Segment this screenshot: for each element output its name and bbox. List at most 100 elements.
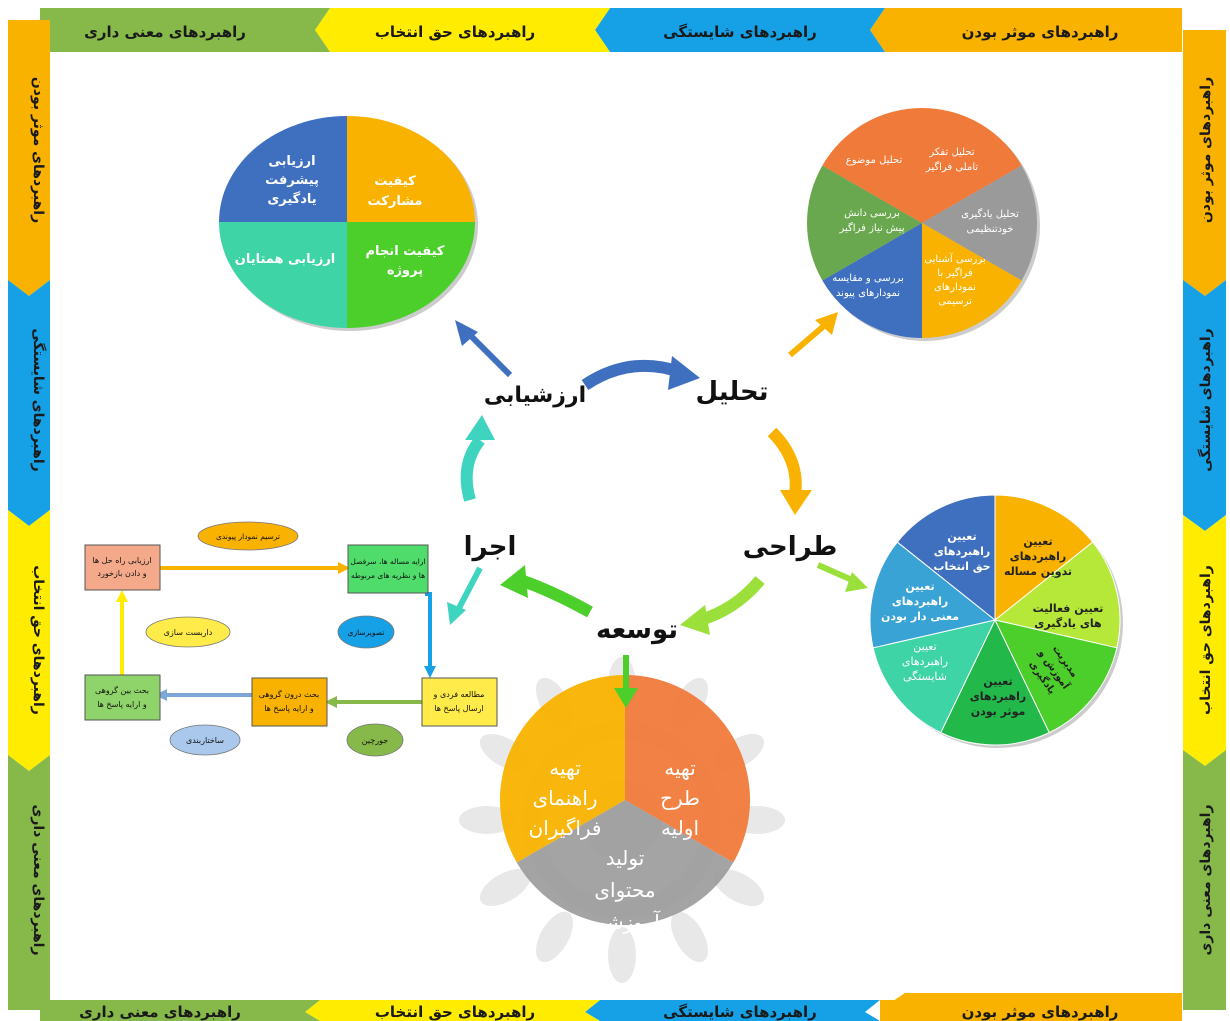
- ana-label-3a: بررسی آشنایی: [924, 252, 985, 265]
- cycle-arrows: [460, 356, 812, 635]
- frame-right-label-2: راهبردهای شایستگی: [1197, 328, 1214, 471]
- frame-bottom: راهبردهای موثر بودن راهبردهای شایستگی را…: [40, 993, 1182, 1021]
- des-label-4a: تعیین: [983, 675, 1012, 688]
- flow-oval-scaffolding: [145, 616, 231, 648]
- ana-label-1a: تحلیل تفکر: [928, 147, 974, 158]
- des-label-4b: راهبردهای: [970, 690, 1027, 703]
- ana-label-6: تحلیل موضوع: [846, 155, 903, 166]
- watermark-petal: [670, 911, 709, 963]
- dev-label-3c: فراگیران: [529, 816, 602, 840]
- des-label-1b: راهبردهای: [1010, 550, 1067, 563]
- arrow-implementation-to-evaluation-head: [465, 415, 495, 440]
- frame-bottom-seg-4: [40, 1000, 320, 1021]
- dev-label-3b: راهنمای: [532, 786, 597, 810]
- frame-right-seg-4: [1183, 750, 1226, 1010]
- implementation-flowchart: ارزیابی راه حل ها و دادن بازخورد ارایه م…: [84, 521, 498, 757]
- flow-line-2-3-head: [424, 666, 436, 678]
- arrow-to-development-pie-head: [614, 688, 638, 708]
- frame-left-label-2: راهبردهای شایستگی: [30, 328, 47, 471]
- frame-top: راهبردهای موثر بودن راهبردهای شایستگی را…: [40, 8, 1182, 52]
- arrow-design-to-development-head: [680, 605, 710, 635]
- watermark-petal: [479, 868, 531, 907]
- analysis-slice-1: [922, 108, 1022, 223]
- frame-left-label-3: راهبردهای حق انتخاب: [30, 565, 46, 715]
- ana-label-3b: فراگیر با: [937, 267, 973, 279]
- frame-right-label-1: راهبردهای موثر بودن: [1198, 77, 1214, 223]
- flow-line-3-4-head: [325, 696, 337, 708]
- flow-box-present: [347, 544, 429, 594]
- frame-right-label-4: راهبردهای معنی داری: [1198, 804, 1214, 955]
- frame-bottom-seg-3: [305, 1000, 600, 1021]
- frame-top-label-4: راهبردهای معنی داری: [84, 23, 246, 41]
- arrow-to-evaluation-pie: [467, 332, 513, 378]
- frame-top-seg-4: [40, 8, 330, 52]
- arrow-development-to-implementation: [518, 574, 593, 618]
- phase-evaluation: ارزشیابی: [484, 383, 586, 408]
- arrow-analysis-to-design-head: [780, 490, 812, 515]
- flow-box-intragroup: [251, 677, 328, 727]
- ana-label-5a: بررسی دانش: [844, 208, 900, 219]
- design-slice-5: [872, 619, 996, 734]
- des-label-5a: تعیین: [913, 640, 936, 653]
- design-slice-4: [940, 618, 1050, 746]
- eval-label-4b: پروژه: [387, 263, 423, 278]
- flow-box-feedback: [84, 544, 161, 591]
- flow-box-intragroup-l1: بحث درون گروهی: [259, 689, 319, 699]
- development-pie: تهیه طرح اولیه تولید محتوای آموزشی تهیه …: [499, 674, 751, 934]
- eval-label-3: ارزیابی همتایان: [235, 252, 336, 267]
- ana-label-2a: تحلیل یادگیری: [961, 208, 1019, 220]
- flow-box-individual-l2: ارسال پاسخ ها: [434, 704, 483, 713]
- flow-oval-jigsaw-label: جورچین: [362, 736, 388, 745]
- phase-development: توسعه: [596, 615, 678, 645]
- eval-label-4a: کیفیت انجام: [366, 244, 445, 259]
- frame-bottom-label-4: راهبردهای معنی داری: [79, 1003, 241, 1021]
- arrow-implementation-to-evaluation: [460, 436, 485, 502]
- frame-right-label-3: راهبردهای حق انتخاب: [1198, 565, 1214, 715]
- flow-line-2-3: [425, 592, 432, 668]
- des-label-7c: حق انتخاب: [933, 560, 990, 573]
- eval-label-2b: پیشرفت: [265, 173, 319, 188]
- watermark-petal: [713, 868, 765, 907]
- frame-bottom-label-3: راهبردهای حق انتخاب: [375, 1003, 535, 1021]
- flow-box-intergroup-l2: و ارایه پاسخ ها: [97, 700, 147, 709]
- evaluation-pie: کیفیت مشارکت ارزیابی پیشرفت یادگیری ارزی…: [219, 116, 478, 331]
- des-label-2a: تعیین فعالیت: [1033, 602, 1104, 615]
- des-label-1c: تدوین مساله: [1004, 565, 1072, 578]
- frame-left-label-1: راهبردهای موثر بودن: [30, 77, 46, 223]
- flow-oval-visualization-label: تصویرسازی: [348, 628, 385, 637]
- flow-box-intergroup-l1: بحث بین گروهی: [95, 685, 149, 695]
- frame-left-seg-1: [8, 20, 50, 296]
- flow-oval-concept-map: [197, 521, 299, 551]
- arrow-to-analysis-pie: [788, 322, 827, 358]
- arrow-development-to-implementation-head: [500, 565, 528, 598]
- frame-top-label-3: راهبردهای حق انتخاب: [375, 23, 535, 41]
- ana-label-4b: نمودارهای پیوند: [836, 288, 900, 299]
- frame-left-seg-4: [8, 755, 50, 1010]
- analysis-slice-2: [922, 165, 1038, 281]
- des-label-7a: تعیین: [947, 530, 976, 543]
- watermark-petal: [608, 927, 636, 983]
- development-slice-2: [516, 800, 734, 926]
- dev-label-3a: تهیه: [549, 756, 581, 780]
- des-label-5c: شایستگی: [903, 670, 947, 683]
- des-label-6b: راهبردهای: [892, 595, 949, 608]
- connector-arrows: [447, 312, 868, 708]
- flow-line-4-5-head: [155, 689, 167, 701]
- evaluation-slice-2: [219, 116, 347, 222]
- des-label-7b: راهبردهای: [934, 545, 991, 558]
- frame-top-seg-3: [315, 8, 610, 52]
- design-slice-7: [896, 494, 996, 622]
- frame-right-seg-1: [1183, 30, 1226, 296]
- frame-top-seg-2: [595, 8, 885, 52]
- watermark-petal: [535, 911, 574, 963]
- flow-oval-jigsaw: [346, 723, 404, 757]
- des-label-6a: تعیین: [905, 580, 934, 593]
- evaluation-slice-1: [347, 116, 475, 222]
- des-label-2b: های یادگیری: [1034, 617, 1101, 630]
- flow-oval-structuring-label: ساختاربندی: [186, 736, 224, 745]
- flow-box-individual-l1: مطالعه فردی و: [433, 690, 485, 699]
- arrow-analysis-to-design: [767, 427, 802, 496]
- arrow-to-evaluation-pie-head: [455, 320, 478, 346]
- flow-oval-visualization: [337, 615, 395, 649]
